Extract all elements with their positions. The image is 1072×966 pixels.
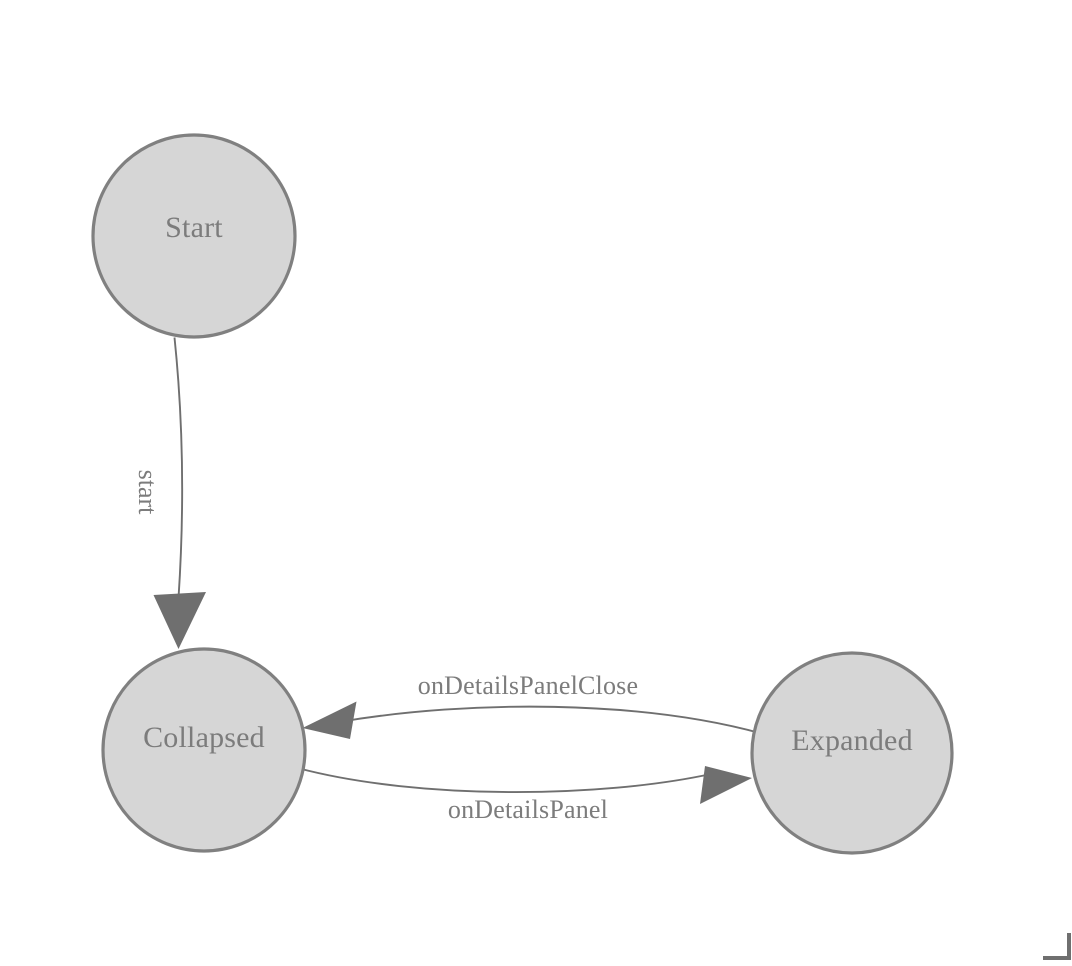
edge-start-to-collapsed-path <box>173 337 184 599</box>
edge-expanded-to-collapsed[interactable]: onDetailsPanelClose <box>302 671 762 739</box>
node-start[interactable]: Start <box>91 133 297 339</box>
edge-label-start: start <box>133 470 162 516</box>
edge-collapsed-to-expanded-path <box>299 767 712 794</box>
node-start-label: Start <box>165 211 223 244</box>
edge-label-ondetailspanel: onDetailsPanel <box>448 795 608 824</box>
node-collapsed-circle <box>101 647 307 853</box>
edge-expanded-to-collapsed-arrowhead <box>302 701 357 739</box>
node-expanded-circle <box>750 651 954 855</box>
edge-collapsed-to-expanded[interactable]: onDetailsPanel <box>299 766 753 824</box>
corner-mark-horizontal-line <box>1043 956 1071 960</box>
corner-mark-vertical-line <box>1067 933 1071 960</box>
node-expanded[interactable]: Expanded <box>750 651 954 855</box>
node-expanded-label: Expanded <box>791 724 913 757</box>
edge-start-to-collapsed-arrowhead <box>153 592 206 649</box>
bottom-right-corner-mark <box>1043 933 1071 960</box>
edge-label-ondetailspanelclose: onDetailsPanelClose <box>418 671 638 700</box>
edge-collapsed-to-expanded-arrowhead <box>700 766 752 804</box>
edge-expanded-to-collapsed-path <box>341 705 762 735</box>
node-collapsed-label: Collapsed <box>143 721 265 754</box>
edge-start-to-collapsed[interactable]: start <box>133 337 206 650</box>
node-start-circle <box>91 133 297 339</box>
node-collapsed[interactable]: Collapsed <box>101 647 307 853</box>
